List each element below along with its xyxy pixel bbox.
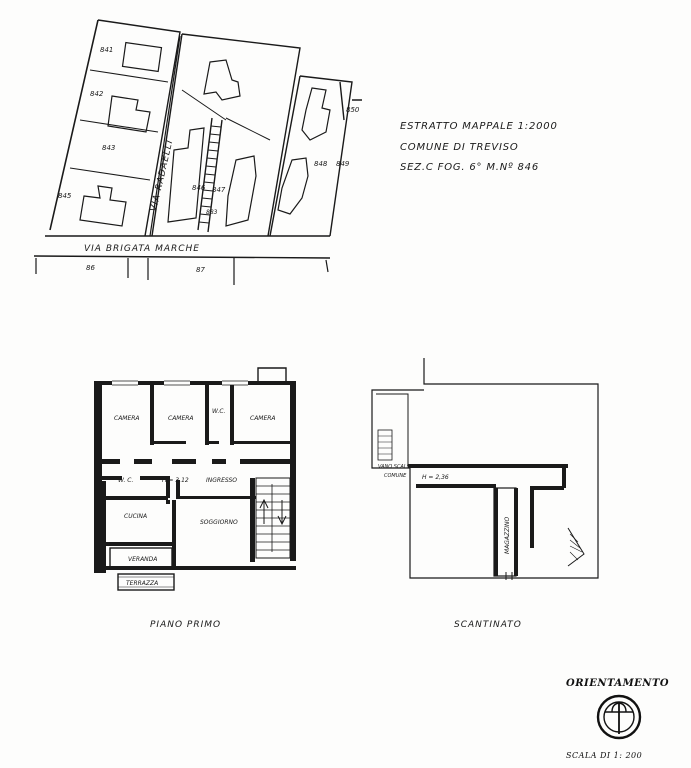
wall-left-lower <box>94 481 106 573</box>
wall-wc-camera3 <box>230 385 234 445</box>
basement-stair-room <box>376 393 409 466</box>
wall-cucina-bottom <box>106 542 176 546</box>
building-845 <box>79 185 127 227</box>
parcel-label-848: 848 <box>314 160 328 168</box>
basement-stairs <box>377 429 393 461</box>
building-841 <box>121 41 163 73</box>
orientation-label: ORIENTAMENTO <box>566 678 669 689</box>
street-label-main: VIA BRIGATA MARCHE <box>84 244 200 254</box>
wall-wc-lower <box>166 476 170 498</box>
right-block-left-edge <box>269 75 301 237</box>
parcel-label-842: 842 <box>90 90 104 98</box>
title-line-2: COMUNE DI TREVISO <box>400 142 519 153</box>
middle-block-left-edge <box>151 33 183 237</box>
title-line-3: SEZ.C FOG. 6° M.Nº 846 <box>400 162 539 173</box>
left-block-outline <box>97 19 181 237</box>
parcel-label-86: 86 <box>86 264 95 272</box>
room-label-height: H = 3,12 <box>162 477 189 484</box>
wall-camera1-camera2 <box>150 385 154 445</box>
room-label-wc-top: W.C. <box>212 408 226 415</box>
veranda-outline <box>109 547 173 569</box>
room-label-soggiorno: SOGGIORNO <box>200 519 238 526</box>
building-842 <box>107 95 151 133</box>
room-label-terrazza: TERRAZZA <box>126 580 158 587</box>
building-846 <box>167 127 205 223</box>
wall-left-upper <box>94 381 102 481</box>
building-847 <box>225 155 257 227</box>
room-label-ingresso: INGRESSO <box>206 477 237 484</box>
parcel-label-845: 845 <box>58 192 72 200</box>
title-line-1: ESTRATTO MAPPALE 1:2000 <box>400 121 558 132</box>
left-block-edge <box>49 19 99 231</box>
building-849 <box>301 87 331 141</box>
basement-corridor-bottom <box>416 484 496 488</box>
terrazza-outline <box>117 573 175 591</box>
wall-corridor-left <box>102 459 120 464</box>
parcel-label-843: 843 <box>102 144 115 152</box>
wall-soggiorno-top <box>176 496 256 499</box>
compass-icon <box>596 694 642 740</box>
floor-plan-caption: PIANO PRIMO <box>150 620 221 630</box>
parcel-label-850: 850 <box>346 106 360 114</box>
balcony-top-right <box>257 367 287 381</box>
wall-right-upper <box>290 381 296 461</box>
middle-block-outline <box>181 33 301 237</box>
title-block: ESTRATTO MAPPALE 1:2000 COMUNE DI TREVIS… <box>400 121 558 173</box>
basement-plan-scantinato: VANO SCALE COMUNE H = 2,36 MAGAZZINO SCA… <box>371 358 599 630</box>
middle-block-diagonals <box>181 89 271 141</box>
wall-bottom <box>96 566 296 570</box>
parcel-label-847: 847 <box>212 186 226 194</box>
basement-outline <box>371 358 599 579</box>
stairs-piano-primo <box>255 477 291 559</box>
road-lower-parcels <box>35 258 329 285</box>
parcel-label-883: 883 <box>206 209 218 216</box>
parcel-label-846: 846 <box>192 184 206 192</box>
wall-soggiorno-column <box>176 480 180 496</box>
stair-strip <box>197 117 223 233</box>
wall-camera2-wc <box>205 385 209 445</box>
basement-caption: SCANTINATO <box>454 620 522 630</box>
parcel-label-87: 87 <box>196 266 205 274</box>
wall-top <box>94 381 294 385</box>
road-edge-bottom <box>33 255 331 259</box>
wall-stair-left <box>250 478 255 562</box>
room-label-veranda: VERANDA <box>128 556 157 563</box>
building-848 <box>277 157 309 215</box>
side-road-edge <box>149 35 181 237</box>
basement-label-height: H = 2,36 <box>422 474 449 481</box>
room-label-wc: W. C. <box>118 477 133 484</box>
wall-right-lower <box>290 461 296 561</box>
basement-label-comune: COMUNE <box>384 473 407 479</box>
basement-corridor-top <box>408 464 568 468</box>
parcel-label-849: 849 <box>336 160 350 168</box>
parcel-label-841: 841 <box>100 46 113 54</box>
wall-camera2-bottom <box>150 441 186 444</box>
wall-cucina-soggiorno <box>172 500 176 570</box>
floor-plan-piano-primo: CAMERA CAMERA W.C. CAMERA W. C. H = 3,12… <box>94 367 296 630</box>
cadastral-map: 841 842 843 845 846 847 848 849 850 86 8… <box>33 19 362 285</box>
right-block-outline <box>299 75 362 237</box>
room-label-camera-3: CAMERA <box>250 415 276 422</box>
wall-cucina-top <box>106 496 168 500</box>
orientation-block: ORIENTAMENTO SCALA DI 1: 200 <box>566 678 669 760</box>
building-top-middle <box>203 59 241 101</box>
basement-label-magazzino: MAGAZZINO <box>504 516 511 554</box>
room-label-cucina: CUCINA <box>124 513 147 520</box>
left-block-dividers <box>69 69 169 181</box>
basement-label-vano-scale: VANO SCALE <box>378 464 411 470</box>
room-label-camera-1: CAMERA <box>114 415 140 422</box>
basement-external-stair <box>567 527 585 567</box>
scale-label: SCALA DI 1: 200 <box>566 751 642 760</box>
room-label-camera-2: CAMERA <box>168 415 194 422</box>
